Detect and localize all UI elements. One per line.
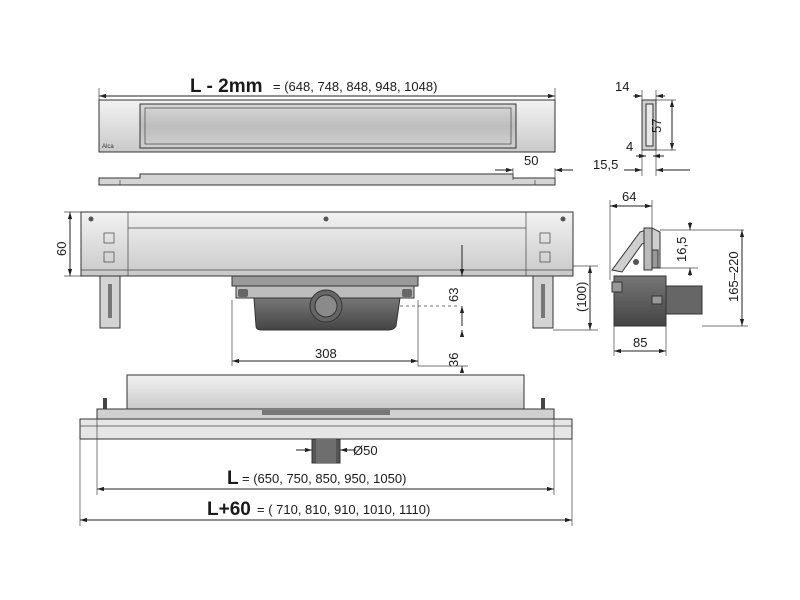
outlet-depth-label: 36 [446,353,461,367]
detail-depth-label: 15,5 [593,157,618,172]
detail-gap-label: 4 [626,139,633,154]
channel-body [80,211,574,277]
outlet-diameter-label: Ø50 [353,443,378,458]
bottom-length-values: = (650, 750, 850, 950, 1050) [242,471,406,486]
section-top-width-label: 64 [622,189,636,204]
offset-label: 50 [524,153,538,168]
top-length-label: L - 2mm [190,76,263,97]
detail-width-label: 14 [615,79,629,94]
trap-height-label: 63 [446,288,461,302]
side-detail: 14 57 4 15,5 [593,79,690,176]
section-range-label: 165–220 [726,251,741,302]
front-view: 60 63 (100) [54,211,598,373]
bottom-length-label: L [227,468,239,489]
grate-rail [98,173,556,186]
trap-width-label: 308 [315,346,337,361]
bottom-overall-label: L+60 [207,499,251,520]
bottom-view: Ø50 L = (650, 750, 850, 950, 1050) L+60 … [79,374,573,526]
overall-height-label: (100) [574,282,589,312]
section-base-width-label: 85 [633,335,647,350]
brand-logo: Alca [102,144,114,150]
section-grate-label: 16,5 [674,237,689,262]
grate-insert [139,103,517,149]
section-view: 64 16,5 165–220 85 [609,189,748,356]
bottom-overall-values: = ( 710, 810, 910, 1010, 1110) [257,502,430,517]
detail-height-label: 57 [649,119,664,133]
front-height-label: 60 [54,242,69,256]
top-length-values: = (648, 748, 848, 948, 1048) [273,79,437,94]
top-view: L - 2mm = (648, 748, 848, 948, 1048) Alc… [98,76,573,186]
bottom-grate [126,374,525,410]
